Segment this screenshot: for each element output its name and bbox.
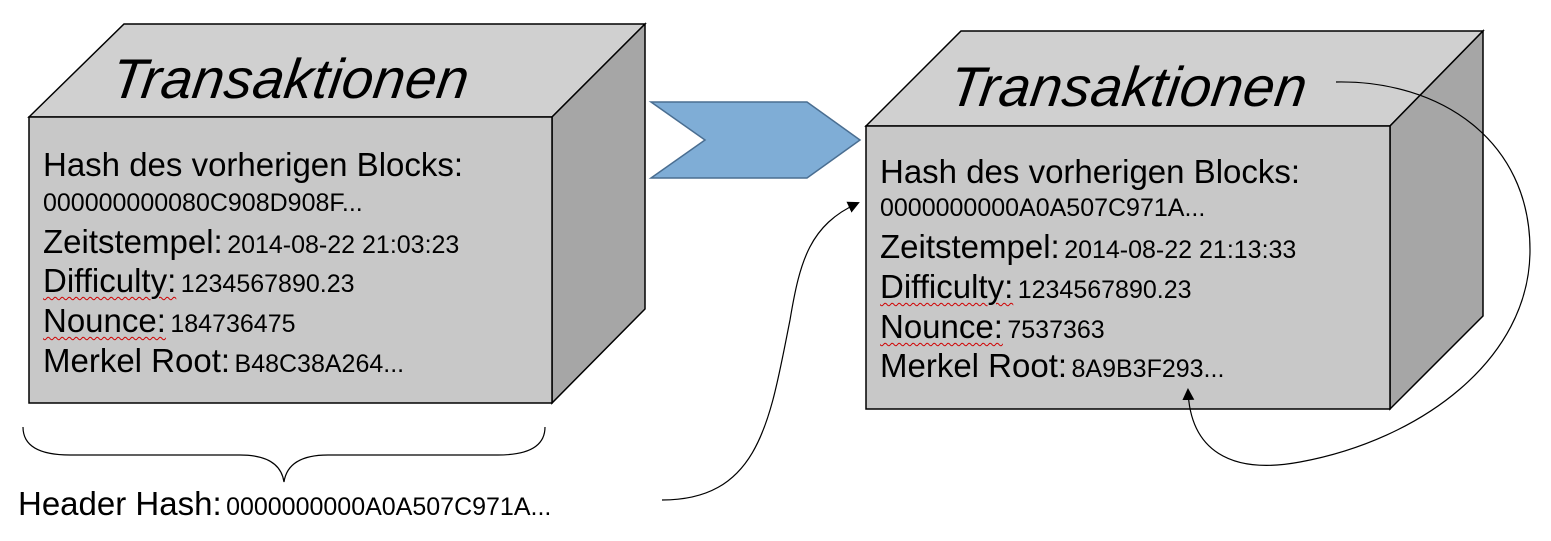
block2-field-timestamp: Zeitstempel: 2014-08-22 21:13:33 (880, 228, 1296, 266)
block1-cube-front (28, 116, 553, 404)
block1-difficulty-label: Difficulty: (43, 262, 177, 299)
block2-cube-front (865, 125, 1391, 410)
block2-nounce-label: Nounce: (880, 308, 1003, 345)
block2-title: Transaktionen (945, 55, 1312, 118)
block2-merkel-root-value: 8A9B3F293... (1071, 355, 1225, 383)
block2-field-difficulty: Difficulty: 1234567890.23 (880, 268, 1192, 306)
block2-prev-hash-label: Hash des vorherigen Blocks: (880, 153, 1301, 190)
block2-field-nounce: Nounce: 7537363 (880, 308, 1105, 346)
block2-cube (864, 29, 1485, 411)
block2-timestamp-label: Zeitstempel: (880, 228, 1060, 265)
header-hash-value: 0000000000A0A507C971A... (226, 493, 552, 521)
header-hash-label: Header Hash: (18, 485, 222, 522)
header-hash-link-arrow (661, 201, 860, 501)
block1-prev-hash-label: Hash des vorherigen Blocks: (43, 146, 464, 183)
block1-title: Transaktionen (107, 47, 474, 110)
block2-difficulty-label: Difficulty: (880, 268, 1014, 305)
block1-field-difficulty: Difficulty: 1234567890.23 (43, 262, 355, 300)
block2-field-merkel-root: Merkel Root: 8A9B3F293... (880, 347, 1224, 385)
header-brace (22, 426, 546, 483)
block1-prev-hash-value: 000000000080C908D908F... (43, 189, 363, 217)
block2-nounce-value: 7537363 (1007, 316, 1105, 344)
block2-field-prev-hash-label: Hash des vorherigen Blocks: (880, 153, 1300, 191)
block1-field-timestamp: Zeitstempel: 2014-08-22 21:03:23 (43, 223, 459, 261)
block1-field-prev-hash-value: 000000000080C908D908F... (43, 189, 363, 218)
chain-chevron-arrow (648, 101, 862, 179)
header-hash: Header Hash: 0000000000A0A507C971A... (18, 485, 551, 523)
merkel-root-loop-arrow (1182, 81, 1531, 466)
block1-field-merkel-root: Merkel Root: B48C38A264... (43, 342, 404, 380)
block1-merkel-root-label: Merkel Root: (43, 342, 231, 379)
block1-merkel-root-value: B48C38A264... (234, 350, 405, 378)
block1-timestamp-value: 2014-08-22 21:03:23 (227, 231, 460, 259)
block2-prev-hash-value: 0000000000A0A507C971A... (880, 194, 1206, 222)
block2-timestamp-value: 2014-08-22 21:13:33 (1064, 236, 1297, 264)
block2-field-prev-hash-value: 0000000000A0A507C971A... (880, 194, 1205, 223)
block1-nounce-value: 184736475 (170, 310, 296, 338)
block1-field-nounce: Nounce: 184736475 (43, 302, 296, 340)
block2-merkel-root-label: Merkel Root: (880, 347, 1068, 384)
block1-cube (27, 22, 647, 405)
block1-timestamp-label: Zeitstempel: (43, 223, 223, 260)
block1-field-prev-hash-label: Hash des vorherigen Blocks: (43, 146, 463, 184)
block1-difficulty-value: 1234567890.23 (180, 270, 355, 298)
block1-nounce-label: Nounce: (43, 302, 166, 339)
block2-difficulty-value: 1234567890.23 (1017, 276, 1192, 304)
